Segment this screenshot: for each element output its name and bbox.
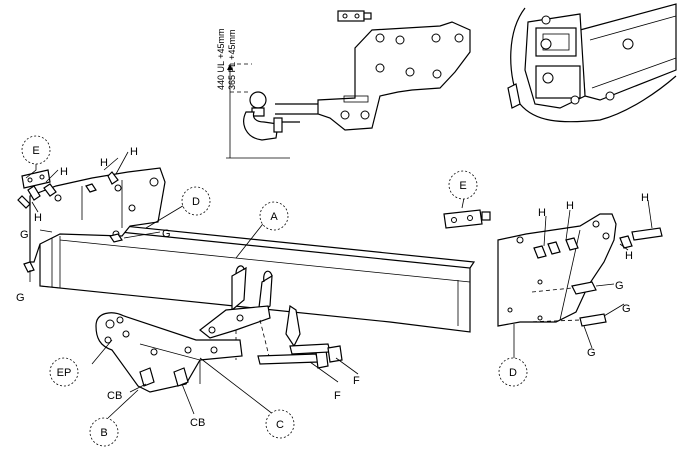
callout-d-right: D [509,367,517,379]
label-g-4: G [615,280,624,292]
right-e-plate [443,209,491,229]
left-side-bracket [29,167,166,263]
bracket-closeup-inset [507,3,677,123]
callout-e-right: E [459,180,466,192]
callout-circles [21,135,528,447]
label-g-3: G [16,292,25,304]
label-h-5: H [538,207,546,219]
left-bolts [17,171,123,282]
label-g-2: G [162,228,171,240]
label-h-3: H [60,166,68,178]
leader-lines [25,151,653,419]
dimension-label-ul: 440 UL +45mm [216,29,226,90]
side-view-inset: 440 UL +45mm 365 FL +45mm [216,10,471,159]
label-h-8: H [625,250,633,262]
right-side-bracket [497,213,617,327]
label-g-5: G [622,303,631,315]
callout-d-left: D [192,196,200,208]
callout-a: A [270,211,278,223]
label-g-1: G [20,229,29,241]
ball-mount-bolts [139,367,189,387]
callout-labels: E D A EP B C E D CB CB F F G G G G G G H… [16,145,649,439]
left-e-plate [21,169,51,189]
main-crossbar [39,225,476,333]
right-bolts [525,227,663,327]
callout-c: C [276,419,284,431]
inset-tow-ball [243,91,283,141]
label-f-2: F [353,375,360,387]
label-h-7: H [641,192,649,204]
label-cb-2: CB [190,417,205,429]
f-bolts [257,343,343,369]
inset-plate-detail [337,10,372,22]
label-cb-1: CB [107,390,122,402]
callout-e-left: E [32,145,39,157]
label-g-6: G [587,347,596,359]
label-f-1: F [334,390,341,402]
ball-mount-plate [95,312,243,393]
label-h-2: H [100,157,108,169]
callout-b: B [100,427,107,439]
label-h-1: H [130,146,138,158]
inset-side-bracket [317,21,471,131]
dimension-label-fl: 365 FL +45mm [227,30,237,90]
label-h-4: H [34,212,42,224]
label-h-6: H [566,200,574,212]
callout-ep: EP [57,367,72,379]
